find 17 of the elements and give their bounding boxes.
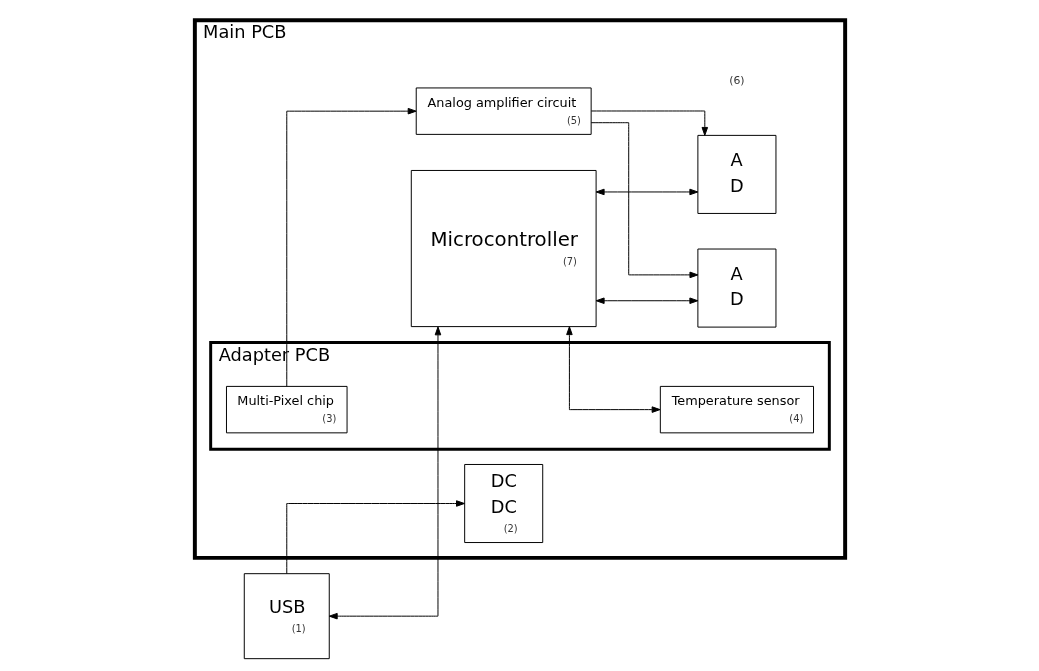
node-box: A D bbox=[696, 134, 776, 214]
node-box: A D bbox=[696, 248, 776, 328]
arrow bbox=[565, 326, 661, 413]
arrow bbox=[595, 188, 698, 196]
arrow bbox=[590, 110, 708, 136]
node-box: USB (1) bbox=[243, 573, 330, 660]
node-box: Multi-Pixel chip (3) bbox=[225, 385, 348, 434]
arrow bbox=[285, 500, 465, 575]
node-box: DC DC (2) bbox=[463, 463, 543, 544]
arrow bbox=[285, 107, 417, 387]
arrow bbox=[595, 297, 698, 304]
node-box: Microcontroller (7) bbox=[410, 169, 597, 328]
arrow bbox=[328, 326, 441, 620]
arrow bbox=[590, 122, 698, 279]
node-box: Temperature sensor (4) bbox=[659, 385, 814, 434]
node-box: Analog amplifier circuit (5) bbox=[415, 87, 592, 135]
label: (6) bbox=[728, 74, 745, 88]
